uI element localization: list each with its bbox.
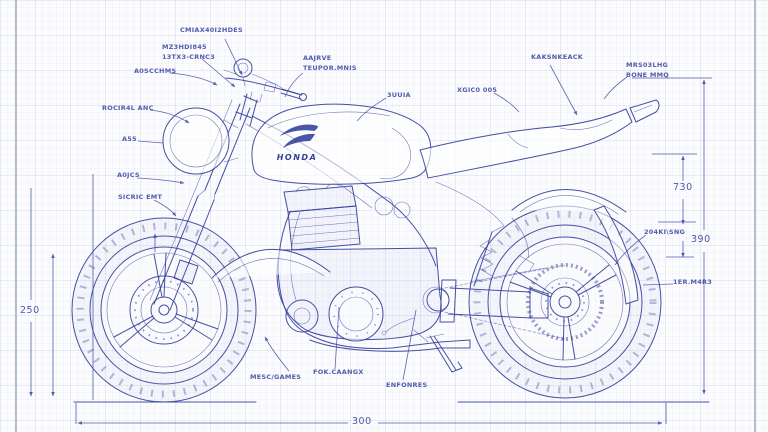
kickstand [381,317,463,373]
handlebar [223,58,307,103]
taillight [629,99,660,123]
rear-wheel [468,205,662,399]
front-brake-caliper [173,259,199,285]
headlight [162,107,239,175]
instrument-gauge [233,58,253,78]
callout-front-fender: SICRIC EMT [118,193,163,201]
callout-tail-line1: MRS03LHG [626,61,669,69]
callout-fuel-tank: 3UUIA [387,91,411,99]
fuel-tank [251,103,432,185]
callout-tail: MRS03LHG BONE MMQ [626,61,669,81]
callout-front-brake-line2: 13TX3-CRNC3 [162,52,215,61]
motorcycle-drawing: HONDA [71,58,710,403]
callout-engine-right: ENFONRES [386,381,428,389]
seat-tail [419,99,660,227]
rear-fender [511,189,639,305]
dimension-front-height: 250 [20,305,40,316]
callout-tail-line2: BONE MMQ [626,70,670,79]
front-fender [211,249,331,283]
dimension-tail-section: 730 [673,182,693,193]
dimension-wheelbase: 300 [352,416,372,427]
callout-top: CMIAX40I2HDES [180,26,243,34]
dimension-lines [31,77,712,425]
rear-sprocket [526,263,604,341]
callout-handlebar: A0SCCHMS [134,67,177,75]
rear-shock [473,217,535,287]
dimension-rear-height: 390 [691,234,711,245]
callout-front-fork: A0JCS [117,171,140,179]
border-line-right [754,0,756,432]
callout-front-brake: MZ3HDI845 13TX3-CRNC3 [162,43,215,63]
callout-headlight-upper: ROCIR4L ANC [102,104,154,112]
callout-throttle-line2: TEUPOR.MNIS [303,63,357,72]
callout-throttle-line1: AAJRVE [303,54,332,62]
callout-rear-wheel: 1ER.M4R3 [673,278,713,286]
front-wheel [71,217,257,403]
callout-front-brake-line1: MZ3HDI845 [162,43,207,51]
callout-throttle: AAJRVE TEUPOR.MNIS [303,54,357,74]
honda-logo: HONDA [277,124,318,162]
callout-seat: XGIC0 005 [457,86,498,94]
callout-headlight: A55 [122,135,137,143]
callout-engine-mid: FOK.CAANGX [313,368,364,376]
border-line-left [15,0,17,432]
leader-lines [136,38,674,381]
honda-wing-icon [280,124,318,148]
callout-rear-tire: 204KI\SNG [644,228,686,236]
honda-logo-text: HONDA [277,153,318,162]
callout-engine-left: MESC/GAMES [250,373,302,381]
callout-seat-cowl: KAKSNKEACK [531,53,584,61]
